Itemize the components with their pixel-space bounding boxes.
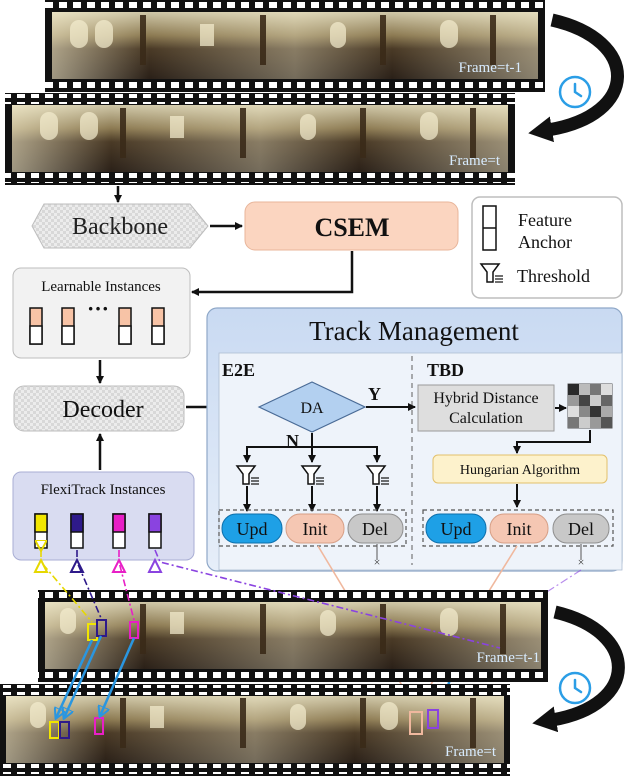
- tbd-upd-pill: Upd: [425, 513, 487, 544]
- hungarian-block: Hungarian Algorithm: [432, 454, 608, 484]
- flexitrack-instance-purple: [148, 513, 162, 549]
- tbd-init-pill: Init: [489, 513, 549, 544]
- tbd-label: TBD: [427, 360, 464, 380]
- e2e-init-label: Init: [303, 519, 328, 539]
- arrow-csem-to-learnable: [191, 251, 354, 296]
- threshold-icon: [479, 263, 503, 283]
- e2e-del-pill: Del: [347, 513, 404, 544]
- assoc-arrow-3: [100, 637, 136, 716]
- flexitrack-instances-block: FlexiTrack Instances: [12, 471, 195, 561]
- film-strip-top-prev: Frame=t-1: [45, 0, 545, 92]
- assoc-arrow-1: [56, 639, 94, 718]
- flexitrack-instance-navy: [70, 513, 84, 549]
- e2e-label: E2E: [222, 360, 255, 380]
- frame-label-top-prev: Frame=t-1: [459, 60, 522, 76]
- learnable-ellipsis: ···: [87, 296, 109, 321]
- learnable-instance-4: [151, 307, 165, 345]
- link-purple: [154, 549, 501, 649]
- frame-label-top-curr: Frame=t: [449, 153, 501, 169]
- decoder-label: Decoder: [62, 397, 143, 423]
- da-decision: DA: [257, 381, 367, 433]
- legend-anchor: Anchor: [518, 232, 572, 252]
- yes-label: Y: [368, 384, 381, 404]
- hybrid-line2: Calculation: [449, 410, 523, 427]
- temporal-arrow-top: [528, 13, 624, 143]
- tbd-delete-mark: ×: [578, 555, 585, 569]
- track-management-panel: Track Management E2E TBD DA Y N: [206, 307, 623, 572]
- backbone-label: Backbone: [72, 214, 168, 240]
- instance-arrowheads: [33, 557, 163, 573]
- bbox-navy-curr: [59, 721, 70, 739]
- hybrid-line1: Hybrid Distance: [433, 390, 538, 407]
- feature-anchor-icon: [482, 205, 497, 251]
- clock-icon-bottom: [558, 671, 592, 705]
- learnable-instance-2: [61, 307, 75, 345]
- e2e-init-pill: Init: [285, 513, 345, 544]
- arrow-matrix-to-hungarian: [513, 430, 591, 454]
- track-management-title: Track Management: [309, 316, 519, 346]
- film-strip-bottom-curr: Frame=t: [0, 684, 510, 776]
- legend-feature: Feature: [518, 210, 572, 230]
- arrow-no-left: [243, 446, 312, 463]
- da-label: DA: [300, 400, 324, 417]
- backbone-block: Backbone: [31, 203, 209, 249]
- arrow-no-right: [312, 446, 381, 463]
- e2e-del-label: Del: [362, 519, 388, 539]
- assoc-arrow-2: [64, 635, 103, 718]
- flexitrack-label: FlexiTrack Instances: [41, 482, 166, 498]
- e2e-upd-pill: Upd: [221, 513, 283, 544]
- flexitrack-instance-magenta: [112, 513, 126, 549]
- learnable-label: Learnable Instances: [41, 279, 161, 295]
- csem-block: CSEM: [244, 201, 459, 251]
- tbd-upd-label: Upd: [441, 519, 472, 539]
- e2e-upd-label: Upd: [237, 519, 268, 539]
- decoder-block: Decoder: [13, 385, 185, 432]
- temporal-arrow-bottom: [532, 605, 625, 733]
- learnable-instance-3: [118, 307, 132, 345]
- learnable-instance-1: [29, 307, 43, 345]
- csem-label: CSEM: [314, 213, 389, 242]
- learnable-instances-block: Learnable Instances ···: [12, 267, 191, 359]
- bbox-purple-curr: [427, 709, 439, 729]
- tbd-action-group: [422, 509, 614, 547]
- bbox-navy-prev: [96, 619, 107, 637]
- legend: Feature Anchor Threshold: [471, 196, 623, 299]
- threshold-icon-init: [300, 465, 324, 485]
- hungarian-label: Hungarian Algorithm: [460, 463, 580, 478]
- frame-label-bottom-curr: Frame=t: [445, 744, 497, 760]
- legend-threshold: Threshold: [517, 266, 590, 286]
- flexitrack-instance-yellow: [34, 513, 48, 549]
- tbd-init-label: Init: [507, 519, 532, 539]
- tbd-del-label: Del: [568, 519, 594, 539]
- tbd-del-pill: Del: [552, 513, 610, 544]
- film-strip-bottom-prev: Frame=t-1: [38, 590, 548, 682]
- cost-matrix-icon: [567, 383, 613, 429]
- threshold-icon-del: [365, 465, 389, 485]
- bbox-new-init: [409, 711, 423, 735]
- film-strip-top-curr: Frame=t: [5, 93, 515, 185]
- clock-icon: [558, 75, 592, 109]
- e2e-action-group: [218, 509, 407, 547]
- e2e-delete-mark: ×: [374, 555, 381, 569]
- frame-label-bottom-prev: Frame=t-1: [477, 650, 540, 666]
- hybrid-distance-block: Hybrid Distance Calculation: [417, 384, 555, 432]
- threshold-icon-upd: [235, 465, 259, 485]
